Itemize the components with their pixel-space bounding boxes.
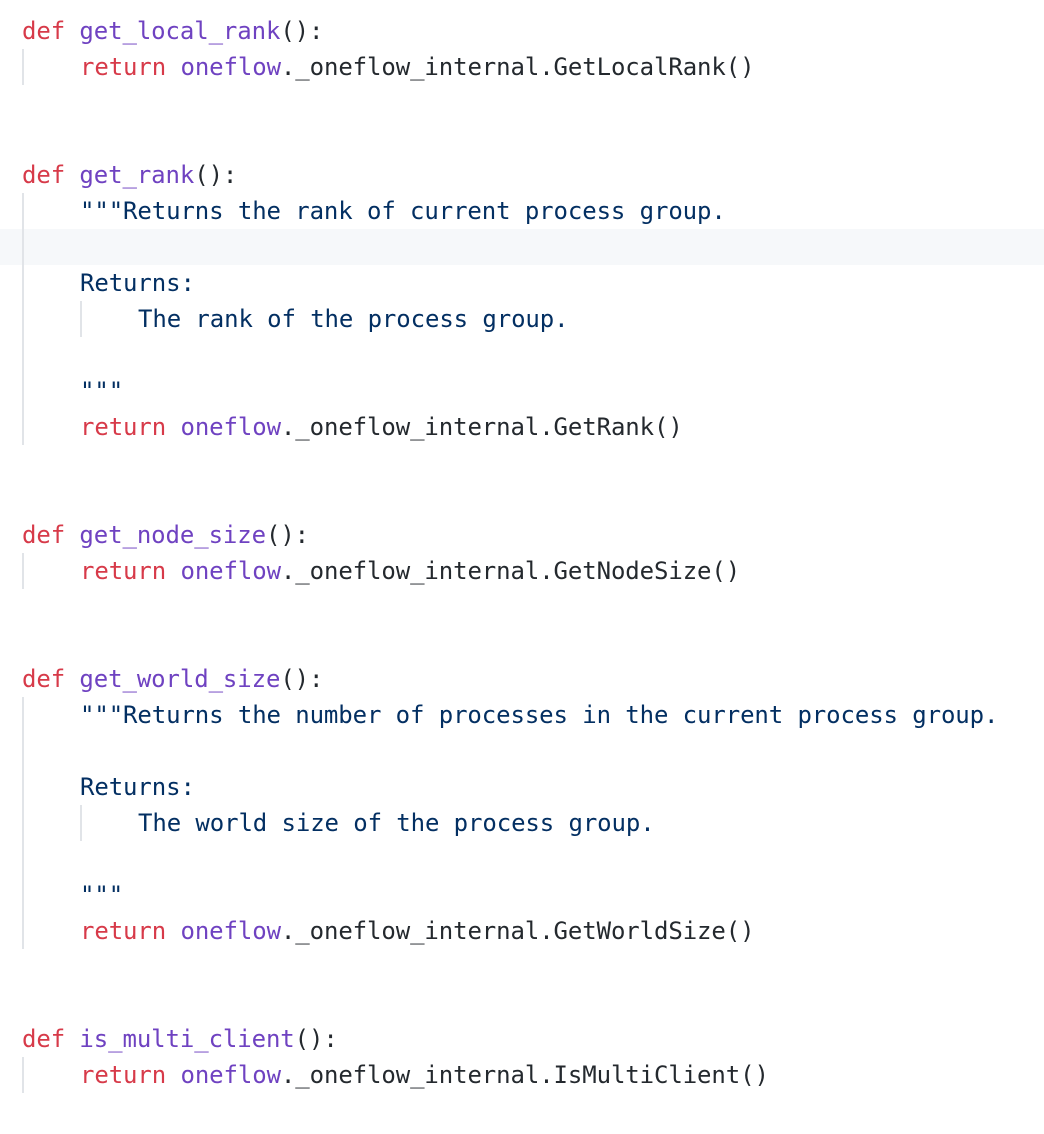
code-line-return: return oneflow._oneflow_internal.GetNode… [22,553,1044,589]
indent-guide [22,49,24,85]
indent-guide [22,1057,24,1093]
keyword-return: return [80,53,167,81]
keyword-def: def [22,665,66,693]
keyword-def: def [22,17,66,45]
code-line-return: return oneflow._oneflow_internal.IsMulti… [22,1057,1044,1093]
blank-line [22,733,1044,769]
docstring-line: The world size of the process group. [22,805,1044,841]
module-name: oneflow [180,53,281,81]
function-name: is_multi_client [79,1025,295,1053]
docstring-line: Returns: [22,265,1044,301]
keyword-def: def [22,521,66,549]
blank-line [22,85,1044,121]
indent-guide [22,337,24,373]
signature-tail: (): [280,17,324,45]
docstring-returns-label: Returns: [80,269,195,297]
code-view: def get_local_rank(): return oneflow._on… [0,13,1044,1093]
indent-guide [22,877,24,913]
docstring-line: """Returns the number of processes in th… [22,697,1044,733]
module-name: oneflow [180,557,281,585]
blank-line [22,949,1044,985]
blank-line [22,985,1044,1021]
blank-line [22,445,1044,481]
docstring-text: """Returns the number of processes in th… [80,701,999,729]
module-name: oneflow [180,413,281,441]
module-name: oneflow [180,917,281,945]
code-line-return: return oneflow._oneflow_internal.GetWorl… [22,913,1044,949]
blank-line [22,481,1044,517]
code-line-return: return oneflow._oneflow_internal.GetLoca… [22,49,1044,85]
code-line-def-is-multi-client: def is_multi_client(): [22,1021,1044,1057]
keyword-return: return [80,557,167,585]
indent-guide [22,697,24,733]
function-name: get_world_size [79,665,281,693]
indent-guide [22,733,24,769]
code-line-def-get-world-size: def get_world_size(): [22,661,1044,697]
indent-guide [22,553,24,589]
call-expression: ._oneflow_internal.GetRank() [280,413,683,441]
docstring-line: """Returns the rank of current process g… [22,193,1044,229]
docstring-returns-desc: The world size of the process group. [138,809,655,837]
docstring-returns-label: Returns: [80,773,195,801]
docstring-close: """ [80,881,124,909]
indent-guide [22,805,24,841]
keyword-return: return [80,413,167,441]
call-expression: ._oneflow_internal.GetLocalRank() [280,53,755,81]
indent-guide [22,841,24,877]
signature-tail: (): [280,665,324,693]
function-name: get_node_size [79,521,266,549]
keyword-def: def [22,1025,66,1053]
docstring-returns-desc: The rank of the process group. [138,305,569,333]
function-name: get_local_rank [79,17,281,45]
docstring-line: """ [22,877,1044,913]
indent-guide [22,229,24,265]
code-line-def-get-rank: def get_rank(): [22,157,1044,193]
docstring-line: Returns: [22,769,1044,805]
indent-guide [22,265,24,301]
indent-guide [22,409,24,445]
signature-tail: (): [294,1025,338,1053]
blank-line [22,337,1044,373]
indent-guide [80,805,82,841]
indent-guide [22,769,24,805]
keyword-def: def [22,161,66,189]
indent-guide [22,373,24,409]
indent-guide [22,913,24,949]
docstring-line: The rank of the process group. [22,301,1044,337]
code-line-def-get-node-size: def get_node_size(): [22,517,1044,553]
call-expression: ._oneflow_internal.IsMultiClient() [280,1061,769,1089]
docstring-close: """ [80,377,124,405]
docstring-text: """Returns the rank of current process g… [80,197,726,225]
signature-tail: (): [265,521,310,549]
function-name: get_rank [79,161,195,189]
code-line-return: return oneflow._oneflow_internal.GetRank… [22,409,1044,445]
blank-line [22,841,1044,877]
blank-line [22,625,1044,661]
keyword-return: return [80,1061,167,1089]
call-expression: ._oneflow_internal.GetWorldSize() [280,917,755,945]
highlighted-blank-line [0,229,1044,265]
call-expression: ._oneflow_internal.GetNodeSize() [280,557,741,585]
docstring-line: """ [22,373,1044,409]
indent-guide [80,301,82,337]
blank-line [22,589,1044,625]
indent-guide [22,301,24,337]
keyword-return: return [80,917,167,945]
blank-line [22,121,1044,157]
signature-tail: (): [194,161,238,189]
indent-guide [22,193,24,229]
module-name: oneflow [180,1061,281,1089]
code-line-def-get-local-rank: def get_local_rank(): [22,13,1044,49]
